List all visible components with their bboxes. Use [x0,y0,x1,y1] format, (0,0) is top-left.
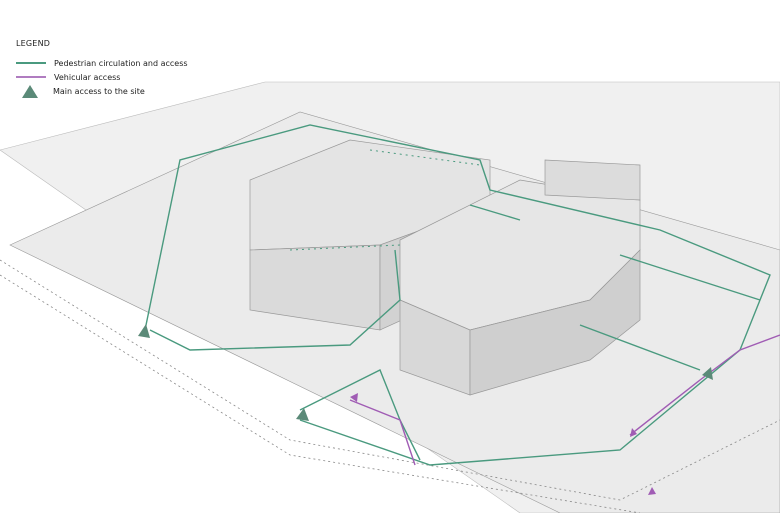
legend: LEGEND Pedestrian circulation and access… [16,39,188,98]
legend-label: Vehicular access [54,72,121,82]
building-east-side [469,249,641,396]
main-access-triangle [702,367,713,380]
legend-item-vehicular: Vehicular access [16,70,188,84]
building-tower [544,159,641,201]
dotted-boundary-2 [0,274,641,513]
legend-label: Main access to the site [53,86,145,96]
legend-label: Pedestrian circulation and access [54,58,188,68]
vehicular-line-swatch [16,76,46,78]
main-access-triangle [296,408,309,421]
dotted-boundary [0,259,780,501]
triangle-icon [22,84,38,98]
vehicular-arrows [350,393,656,495]
legend-title: LEGEND [16,39,51,48]
pedestrian-paths [144,124,771,466]
pedestrian-paths-dashed [289,149,481,251]
legend-item-main-access: Main access to the site [16,84,188,98]
main-access-markers [138,324,713,421]
legend-item-pedestrian: Pedestrian circulation and access [16,56,188,70]
pedestrian-line-swatch [16,62,46,64]
main-access-triangle [138,324,150,338]
vehicular-paths [349,334,780,466]
